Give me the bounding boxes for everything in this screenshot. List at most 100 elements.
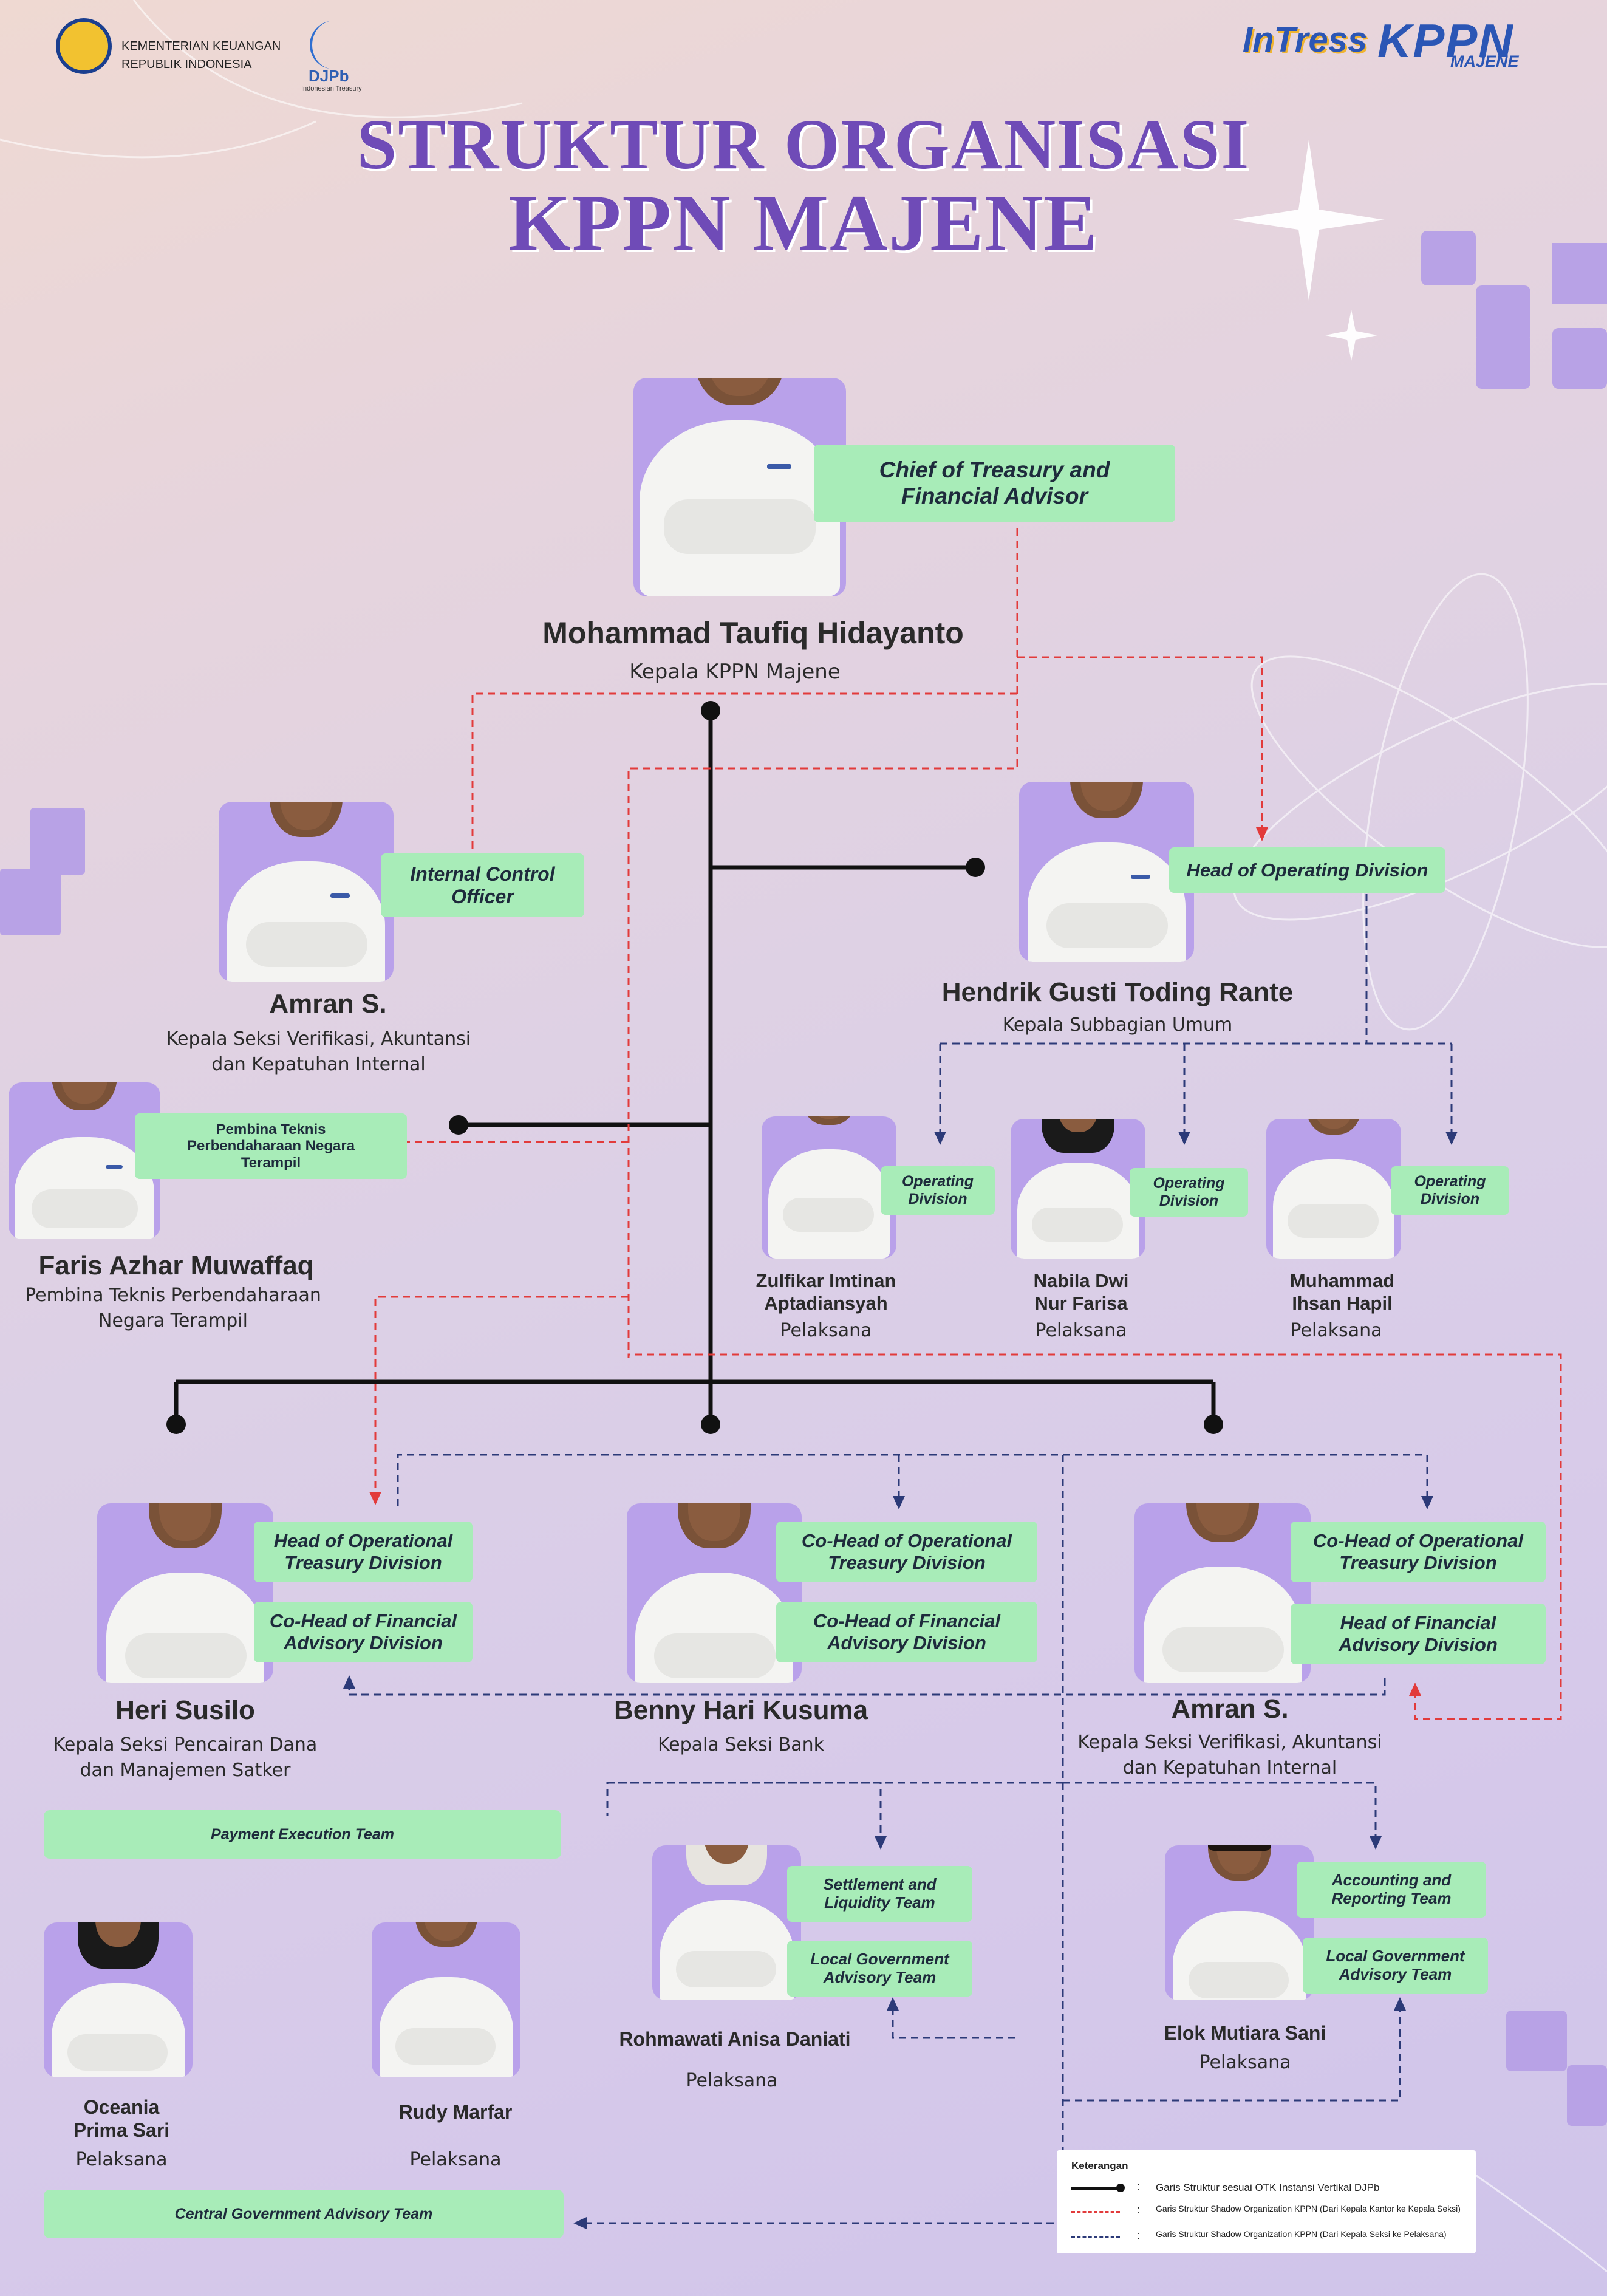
photo-amran-mid: [1134, 1503, 1311, 1683]
role-operating-ihsan: Operating Division: [1391, 1166, 1509, 1215]
legend: Keterangan : Garis Struktur sesuai OTK I…: [1057, 2150, 1476, 2253]
person-figure: [1028, 782, 1186, 962]
role-operating-zulfikar: Operating Division: [881, 1166, 995, 1215]
deco-square: [1421, 231, 1476, 285]
role-heri-1: Head of Operational Treasury Division: [254, 1522, 473, 1582]
role-elok-1: Accounting and Reporting Team: [1297, 1862, 1486, 1918]
deco-square: [1476, 285, 1530, 340]
djpb-logo-sub: Indonesian Treasury: [301, 85, 362, 92]
role-benny-1: Co-Head of Operational Treasury Division: [776, 1522, 1037, 1582]
person-figure: [640, 378, 840, 596]
role-heri-2: Co-Head of Financial Advisory Division: [254, 1602, 473, 1662]
name-ihsan: Muhammad Ihsan Hapil: [1289, 1270, 1395, 1314]
photo-oceania: [44, 1922, 193, 2077]
person-figure: [1017, 1119, 1139, 1259]
person-figure: [15, 1082, 154, 1239]
legend-sep-1: :: [1137, 2181, 1141, 2193]
name-oceania: Oceania Prima Sari: [73, 2096, 170, 2142]
role-benny-2: Co-Head of Financial Advisory Division: [776, 1602, 1037, 1662]
person-figure: [660, 1845, 794, 2000]
kppn-logo-sub: MAJENE: [1450, 52, 1519, 70]
person-figure: [768, 1116, 890, 1259]
person-figure: [106, 1503, 264, 1683]
person-figure: [51, 1922, 185, 2077]
position-zulfikar: Pelaksana: [780, 1320, 872, 1341]
photo-elok: [1165, 1845, 1314, 2000]
role-chief-treasury: Chief of Treasury and Financial Advisor: [814, 445, 1175, 522]
role-amran-mid-1: Co-Head of Operational Treasury Division: [1291, 1522, 1546, 1582]
position-rudy: Pelaksana: [409, 2149, 502, 2170]
sparkle-icon: [1233, 140, 1385, 361]
ministry-name-line1: KEMENTERIAN KEUANGAN: [121, 39, 281, 53]
position-oceania: Pelaksana: [75, 2149, 168, 2170]
djpb-logo-icon: [310, 21, 355, 69]
role-amran-mid-2: Head of Financial Advisory Division: [1291, 1604, 1546, 1664]
name-head: Mohammad Taufiq Hidayanto: [542, 616, 964, 650]
person-figure: [227, 802, 385, 982]
photo-head: [633, 378, 846, 596]
person-figure: [379, 1922, 513, 2077]
deco-square: [1476, 334, 1530, 389]
position-heri: Kepala Seksi Pencairan Dana dan Manajeme…: [53, 1734, 318, 1781]
deco-square: [0, 869, 61, 935]
deco-square: [1552, 328, 1607, 389]
ministry-name-line2: REPUBLIK INDONESIA: [121, 58, 252, 71]
name-hendrik: Hendrik Gusti Toding Rante: [941, 977, 1294, 1007]
legend-dot: [1116, 2184, 1125, 2192]
page-title-line2: KPPN MAJENE: [508, 178, 1099, 267]
intress-logo: InTress: [1243, 20, 1368, 60]
position-elok: Pelaksana: [1199, 2052, 1291, 2073]
legend-title: Keterangan: [1071, 2160, 1128, 2171]
position-nabila: Pelaksana: [1035, 1320, 1127, 1341]
legend-line-black: [1071, 2187, 1120, 2190]
position-amran-mid: Kepala Seksi Verifikasi, Akuntansi dan K…: [1077, 1732, 1382, 1778]
position-faris: Pembina Teknis Perbendaharaan Negara Ter…: [25, 1285, 321, 1331]
photo-hendrik: [1019, 782, 1194, 962]
photo-heri: [97, 1503, 273, 1683]
role-internal-control: Internal Control Officer: [381, 853, 584, 917]
legend-sep-3: :: [1137, 2229, 1141, 2241]
kppn-logo: KPPN: [1377, 14, 1514, 67]
name-benny: Benny Hari Kusuma: [613, 1695, 868, 1725]
photo-ihsan: [1266, 1119, 1401, 1259]
legend-line-red: [1071, 2211, 1120, 2213]
legend-item-2: Garis Struktur Shadow Organization KPPN …: [1156, 2204, 1461, 2213]
deco-square: [1567, 2065, 1607, 2126]
name-amran-top: Amran S.: [269, 989, 387, 1019]
photo-rudy: [372, 1922, 520, 2077]
role-rohmawati-1: Settlement and Liquidity Team: [787, 1866, 972, 1922]
position-ihsan: Pelaksana: [1290, 1320, 1382, 1341]
role-head-operating: Head of Operating Division: [1169, 847, 1445, 893]
name-zulfikar: Zulfikar Imtinan Aptadiansyah: [756, 1270, 896, 1314]
name-amran-mid: Amran S.: [1171, 1694, 1289, 1724]
photo-benny: [627, 1503, 802, 1683]
legend-sep-2: :: [1137, 2204, 1141, 2216]
legend-line-navy: [1071, 2236, 1120, 2238]
deco-square: [1506, 2011, 1567, 2071]
photo-nabila: [1011, 1119, 1145, 1259]
photo-amran-top: [219, 802, 394, 982]
role-pembina-teknis: Pembina Teknis Perbendaharaan Negara Ter…: [135, 1113, 407, 1179]
deco-square: [30, 808, 85, 875]
role-elok-2: Local Government Advisory Team: [1303, 1938, 1488, 1994]
legend-item-3: Garis Struktur Shadow Organization KPPN …: [1156, 2229, 1447, 2239]
name-faris: Faris Azhar Muwaffaq: [38, 1251, 314, 1280]
team-central-government: Central Government Advisory Team: [44, 2190, 564, 2238]
person-figure: [1144, 1503, 1302, 1683]
person-figure: [1273, 1119, 1394, 1259]
person-figure: [1172, 1845, 1306, 2000]
position-amran-top: Kepala Seksi Verifikasi, Akuntansi dan K…: [166, 1028, 471, 1075]
djpb-logo: DJPb: [309, 67, 349, 85]
legend-item-1: Garis Struktur sesuai OTK Instansi Verti…: [1156, 2182, 1380, 2193]
name-rohmawati: Rohmawati Anisa Daniati: [619, 2028, 851, 2050]
ministry-emblem-icon: [56, 18, 112, 74]
position-head: Kepala KPPN Majene: [629, 660, 841, 684]
photo-faris: [9, 1082, 160, 1239]
role-rohmawati-2: Local Government Advisory Team: [787, 1941, 972, 1997]
photo-rohmawati: [652, 1845, 801, 2000]
person-figure: [635, 1503, 793, 1683]
name-elok: Elok Mutiara Sani: [1164, 2022, 1326, 2044]
position-benny: Kepala Seksi Bank: [657, 1734, 825, 1755]
position-rohmawati: Pelaksana: [686, 2070, 778, 2091]
photo-zulfikar: [762, 1116, 896, 1259]
